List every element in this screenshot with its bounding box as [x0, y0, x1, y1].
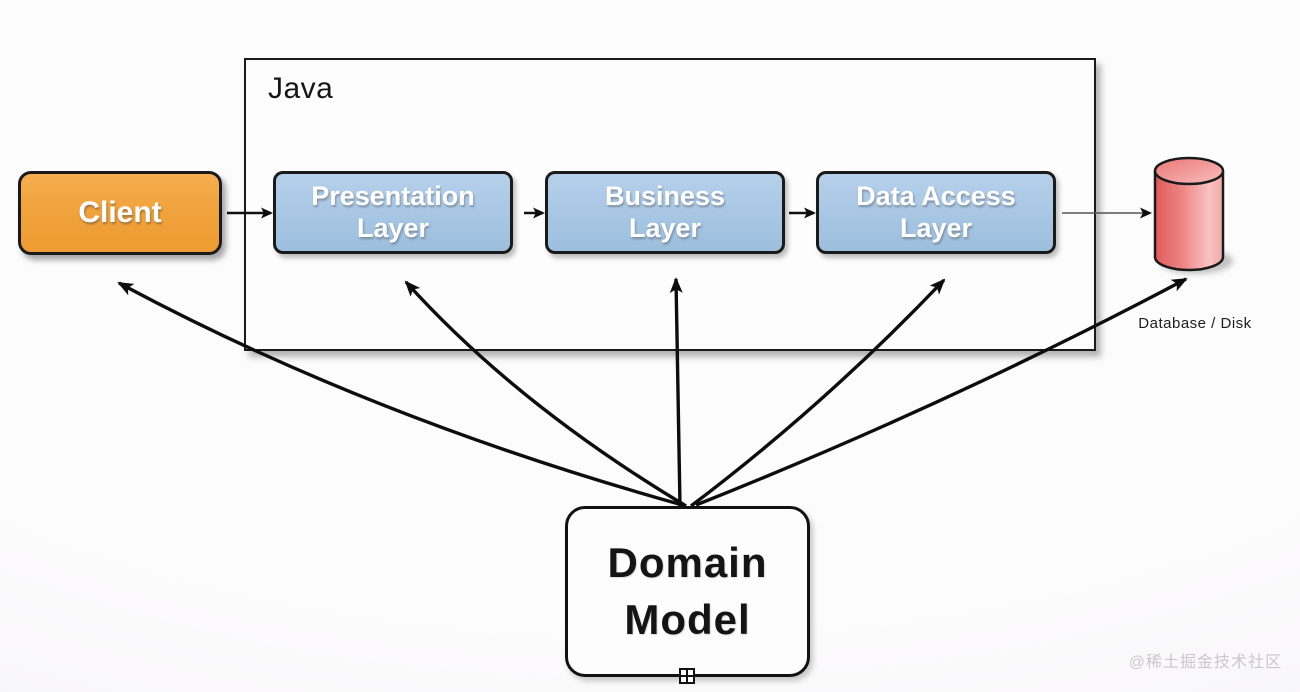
domain-model-label-line1: Domain: [607, 538, 768, 586]
presentation-layer-label-line1: Presentation: [311, 181, 475, 212]
watermark-text: @稀土掘金技术社区: [1128, 654, 1282, 671]
domain-model-label-line2: Model: [624, 595, 751, 643]
domain-model-arrows: [117, 277, 1188, 508]
arrow-domainmodel-to-presentation: [404, 280, 687, 508]
database-cylinder-icon: [1153, 156, 1233, 274]
data-access-layer-label-line2: Layer: [899, 212, 973, 243]
java-container-label: Java: [268, 72, 334, 105]
arrow-domainmodel-to-database: [695, 277, 1188, 507]
data-access-layer-label-line1: Data Access: [856, 181, 1016, 212]
business-layer-box: Business Layer: [545, 171, 785, 254]
business-layer-label-line2: Layer: [628, 212, 702, 243]
data-access-layer-box: Data Access Layer: [816, 171, 1056, 254]
business-layer-label-line1: Business: [604, 181, 726, 212]
client-label: Client: [78, 196, 162, 229]
database-disk-label: Database / Disk: [1138, 315, 1252, 332]
database-cylinder-top: [1153, 156, 1225, 186]
presentation-layer-box: Presentation Layer: [273, 171, 513, 254]
client-box: Client: [18, 171, 222, 255]
database-cylinder-body: [1153, 171, 1225, 272]
domain-model-selection-handle-icon: [679, 668, 695, 684]
presentation-layer-label-line2: Layer: [356, 212, 430, 243]
arrow-domainmodel-to-dataaccess: [689, 278, 946, 508]
domain-model-box: Domain Model: [565, 506, 810, 677]
arrow-domainmodel-to-client: [117, 281, 687, 508]
arrow-domainmodel-to-business: [669, 277, 683, 507]
